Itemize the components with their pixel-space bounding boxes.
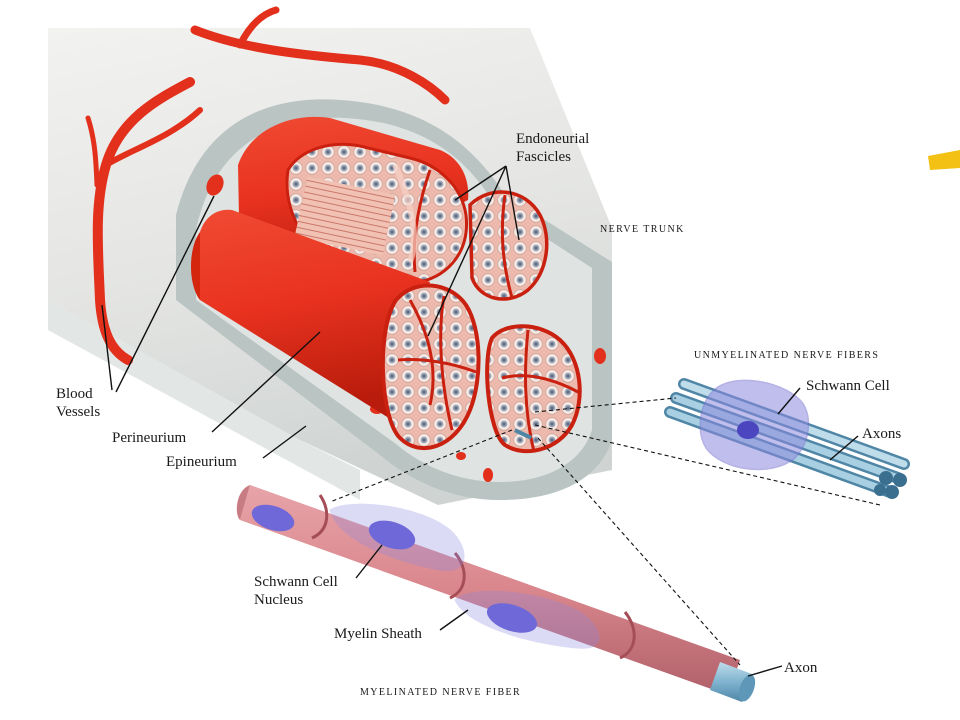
callout-dashed-lines	[329, 397, 881, 666]
label-blood-vessels-1: Blood	[56, 386, 93, 402]
caption-unmyelinated-fibers: UNMYELINATED NERVE FIBERS	[694, 350, 879, 361]
label-perineurium: Perineurium	[112, 430, 186, 446]
label-axons: Axons	[862, 426, 901, 442]
unmyelinated-fibers	[664, 378, 910, 499]
label-schwann-cell-nucleus-1: Schwann Cell	[254, 574, 338, 590]
label-endoneurial-fascicles-2: Fascicles	[516, 149, 571, 165]
fascicle-lower	[485, 324, 582, 454]
label-schwann-cell: Schwann Cell	[806, 378, 890, 394]
label-schwann-cell-nucleus-2: Nucleus	[254, 592, 303, 608]
leader-lines	[101, 165, 859, 677]
label-epineurium: Epineurium	[166, 454, 237, 470]
fascicle-front	[191, 209, 481, 451]
fascicle-right	[468, 190, 549, 301]
myelinated-fiber	[236, 485, 756, 702]
label-axon: Axon	[784, 660, 818, 676]
caption-nerve-trunk: NERVE TRUNK	[600, 224, 685, 235]
highlight-marker	[928, 150, 960, 170]
caption-myelinated-fiber: MYELINATED NERVE FIBER	[360, 687, 521, 698]
label-myelin-sheath: Myelin Sheath	[334, 626, 422, 642]
label-endoneurial-fascicles-1: Endoneurial	[516, 131, 589, 147]
label-blood-vessels-2: Vessels	[56, 404, 100, 420]
